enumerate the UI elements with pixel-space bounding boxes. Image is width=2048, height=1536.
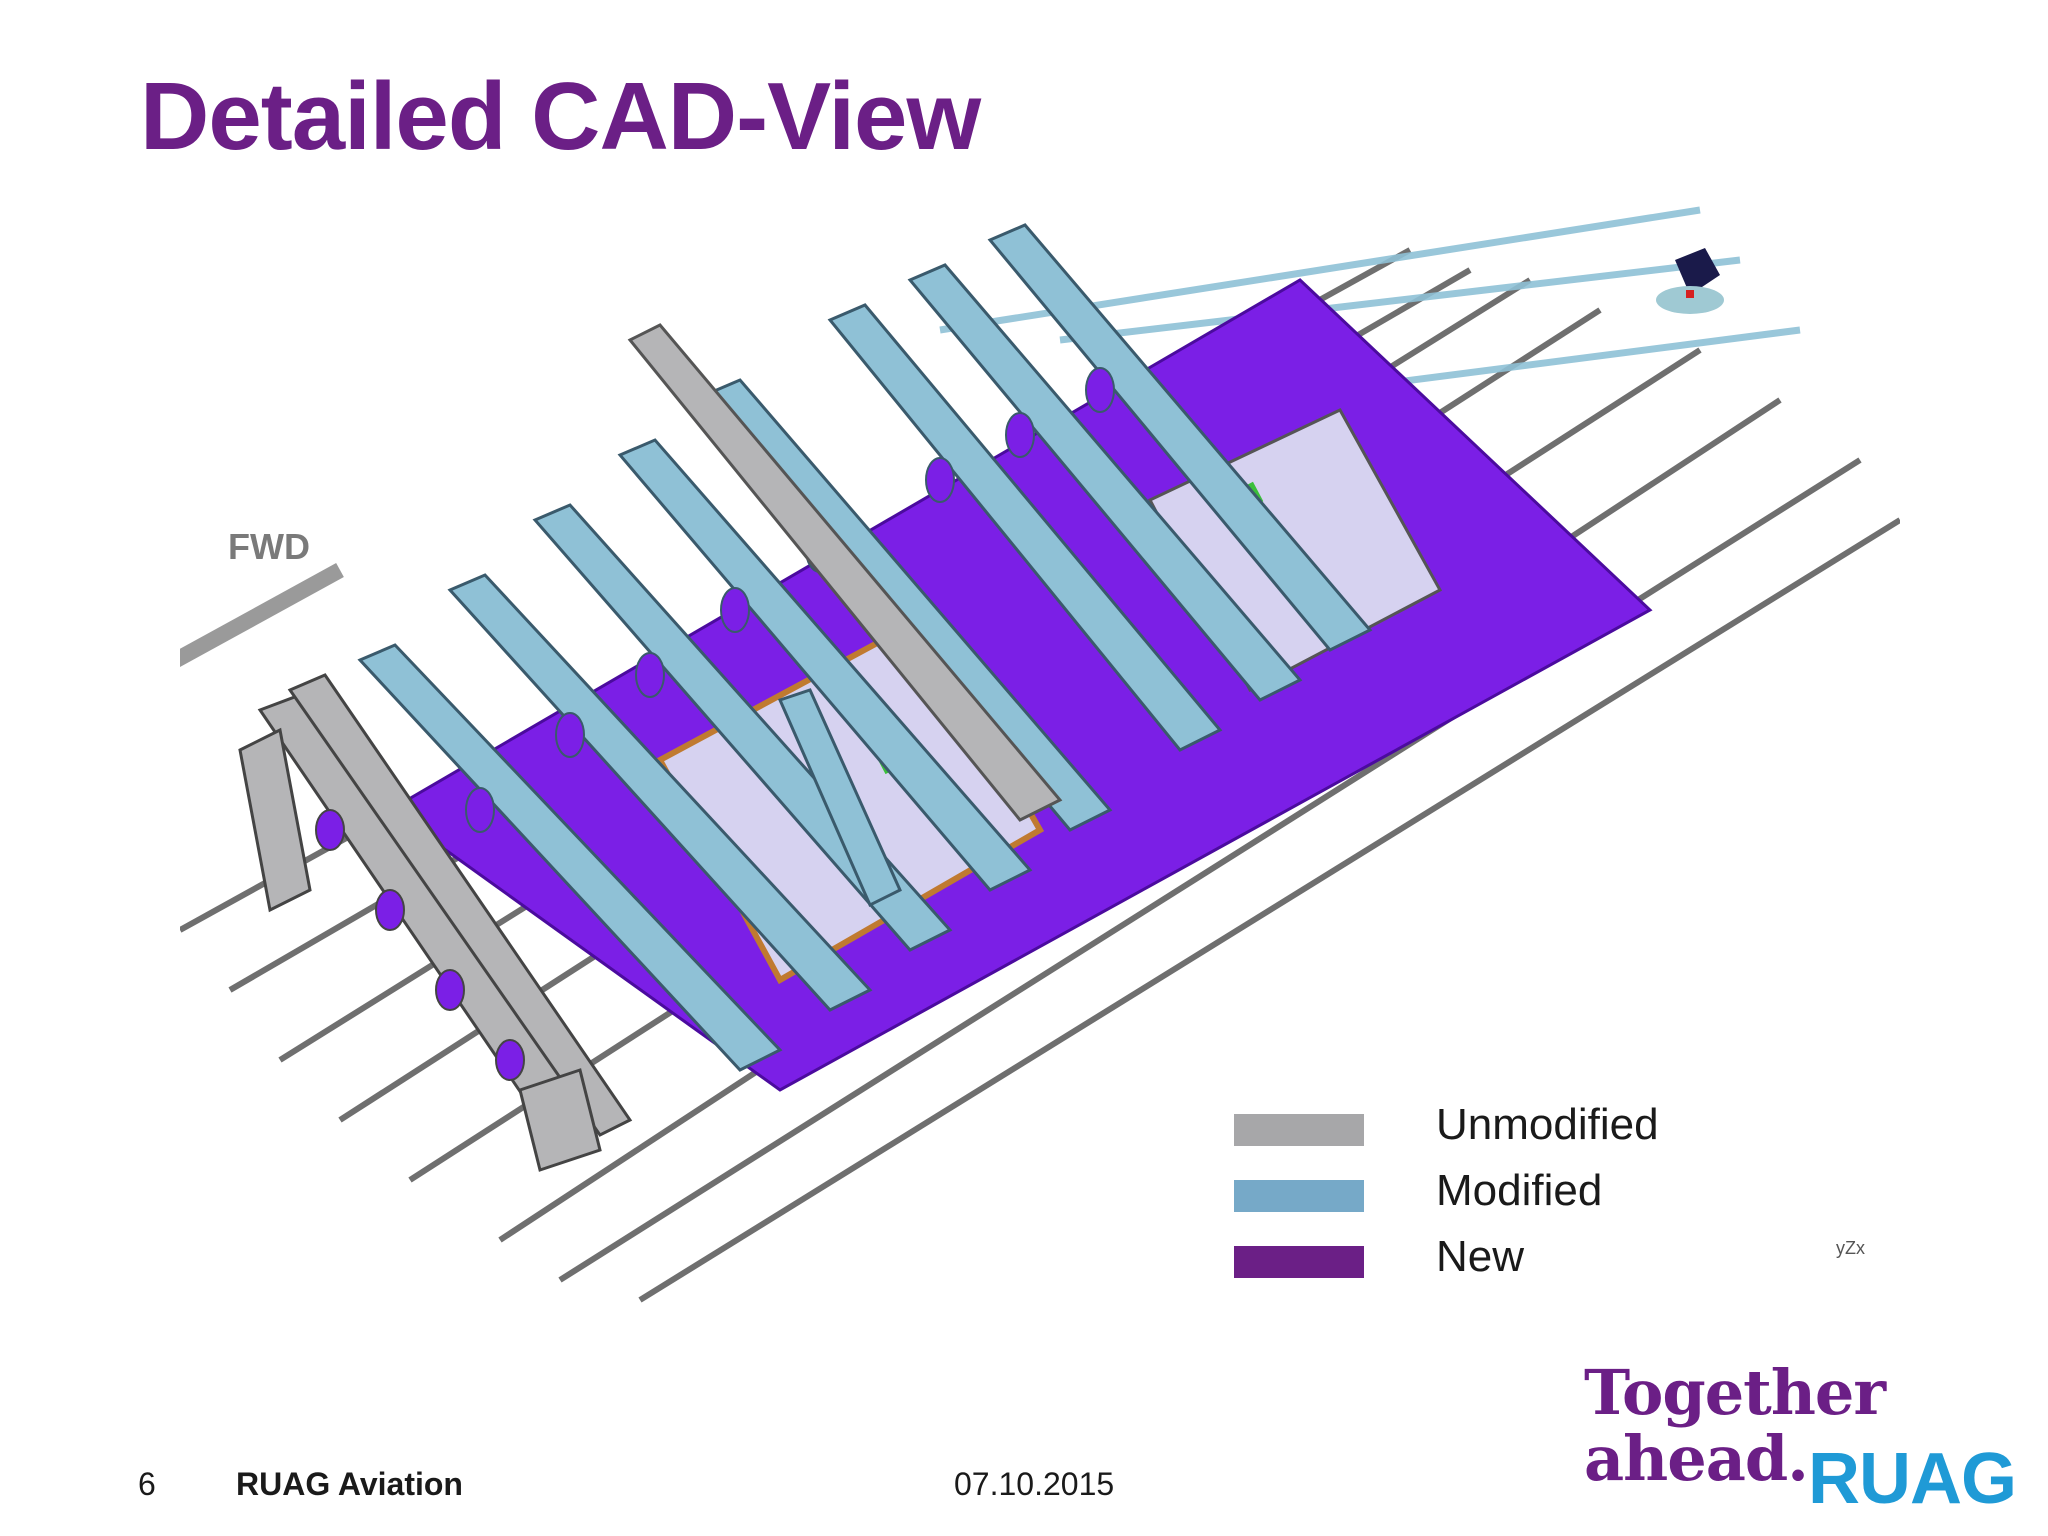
cad-view-image	[180, 190, 1900, 1310]
axis-triad-icon: yZx	[1836, 1238, 1865, 1258]
modified-frames	[357, 223, 1373, 1072]
legend-label-modified: Modified	[1436, 1166, 1603, 1215]
legend-swatch-modified	[1234, 1180, 1364, 1212]
compass-widget	[1656, 248, 1724, 314]
legend-swatch-new	[1234, 1246, 1364, 1278]
fwd-label: FWD	[228, 526, 310, 567]
legend-label-new: New	[1436, 1232, 1525, 1281]
legend-label-unmodified: Unmodified	[1436, 1100, 1659, 1149]
footer-company: RUAG Aviation	[236, 1466, 463, 1502]
slogan-line-1: Together	[1584, 1356, 1886, 1429]
page-number: 6	[138, 1466, 156, 1502]
legend-swatch-unmodified	[1234, 1114, 1364, 1146]
fwd-arrow	[180, 562, 344, 668]
unmodified-frame	[627, 323, 1063, 822]
forward-bulkhead	[238, 673, 633, 1172]
slogan-line-2: ahead.	[1584, 1422, 1809, 1495]
slogan: Together ahead.	[1584, 1356, 1886, 1495]
footer-date: 07.10.2015	[954, 1466, 1115, 1502]
slide-title: Detailed CAD-View	[140, 63, 981, 170]
brand-logo: RUAG	[1808, 1439, 2017, 1519]
